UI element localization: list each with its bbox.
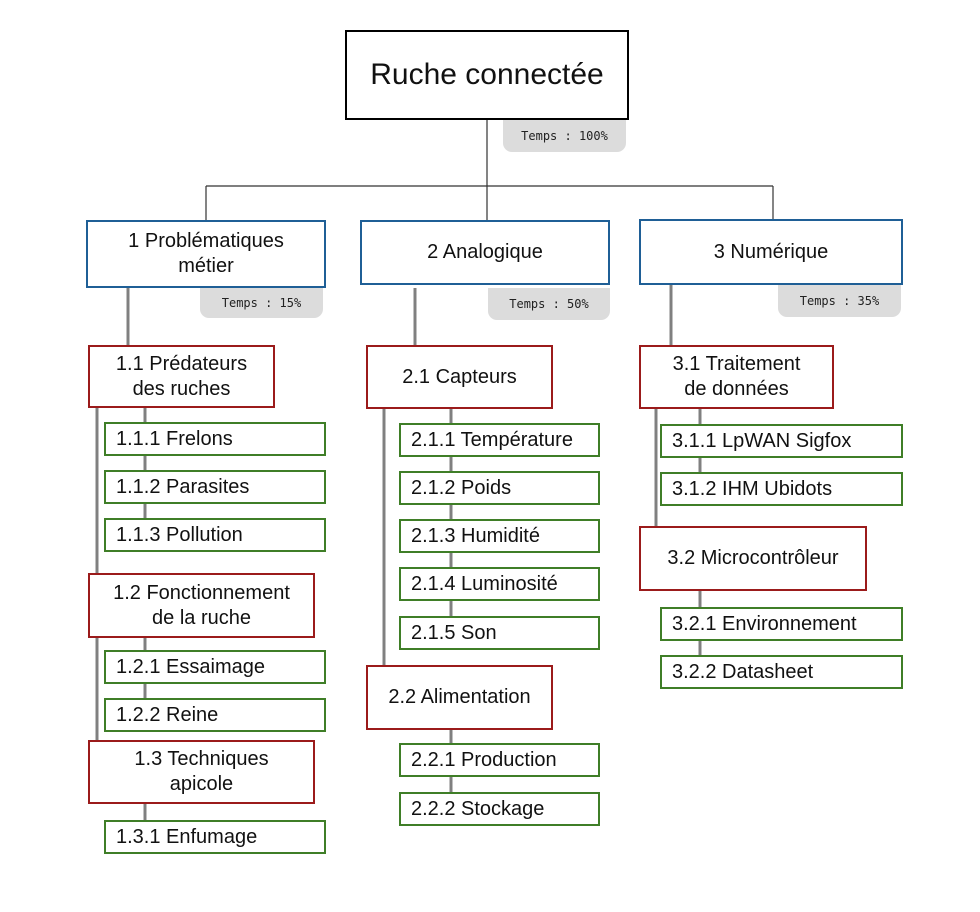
task-node-1-3-1: 1.3.1 Enfumage bbox=[104, 820, 326, 854]
task-label-2-1-2: 2.1.2 Poids bbox=[411, 476, 512, 499]
task-label-3-1-1: 3.1.1 LpWAN Sigfox bbox=[672, 429, 852, 452]
task-node-1-1-3: 1.1.3 Pollution bbox=[104, 518, 326, 552]
task-node-1-2-1: 1.2.1 Essaimage bbox=[104, 650, 326, 684]
task-node-3-2-1: 3.2.1 Environnement bbox=[660, 607, 903, 641]
task-node-2-1-5: 2.1.5 Son bbox=[399, 616, 600, 650]
group-node-1-2: 1.2 Fonctionnement de la ruche bbox=[88, 573, 315, 638]
task-label-2-1-1: 2.1.1 Température bbox=[411, 428, 573, 451]
task-node-1-1-2: 1.1.2 Parasites bbox=[104, 470, 326, 504]
group-label-3-2: 3.2 Microcontrôleur bbox=[667, 547, 839, 569]
branch-node-2: 2 Analogique bbox=[360, 220, 610, 285]
task-node-2-2-1: 2.2.1 Production bbox=[399, 743, 600, 777]
task-label-1-1-3: 1.1.3 Pollution bbox=[116, 523, 243, 546]
task-node-2-1-1: 2.1.1 Température bbox=[399, 423, 600, 457]
task-node-3-1-2: 3.1.2 IHM Ubidots bbox=[660, 472, 903, 506]
task-node-3-1-1: 3.1.1 LpWAN Sigfox bbox=[660, 424, 903, 458]
group-node-2-1: 2.1 Capteurs bbox=[366, 345, 553, 409]
group-label-1-1: 1.1 Prédateurs des ruches bbox=[115, 352, 248, 400]
task-label-3-2-1: 3.2.1 Environnement bbox=[672, 612, 857, 635]
task-node-2-1-4: 2.1.4 Luminosité bbox=[399, 567, 600, 601]
branch-time-text-1: Temps : 15% bbox=[221, 296, 302, 310]
root-time-badge: Temps : 100% bbox=[503, 120, 626, 152]
group-label-2-2: 2.2 Alimentation bbox=[388, 686, 531, 708]
group-node-3-2: 3.2 Microcontrôleur bbox=[639, 526, 867, 591]
task-label-2-2-2: 2.2.2 Stockage bbox=[411, 797, 545, 820]
task-node-2-1-2: 2.1.2 Poids bbox=[399, 471, 600, 505]
group-label-3-1: 3.1 Traitement de données bbox=[672, 353, 801, 400]
group-label-2-1: 2.1 Capteurs bbox=[402, 365, 517, 388]
task-label-3-1-2: 3.1.2 IHM Ubidots bbox=[672, 477, 833, 500]
branch-label-3: 3 Numérique bbox=[713, 240, 829, 263]
root-label: Ruche connectée bbox=[370, 58, 604, 92]
branch-label-2: 2 Analogique bbox=[427, 241, 543, 263]
task-label-2-1-4: 2.1.4 Luminosité bbox=[411, 572, 558, 595]
task-label-2-1-3: 2.1.3 Humidité bbox=[411, 524, 540, 547]
group-node-1-1: 1.1 Prédateurs des ruches bbox=[88, 345, 275, 408]
branch-node-3: 3 Numérique bbox=[639, 219, 903, 285]
branch-time-badge-3: Temps : 35% bbox=[778, 285, 901, 317]
task-node-1-2-2: 1.2.2 Reine bbox=[104, 698, 326, 732]
task-label-1-3-1: 1.3.1 Enfumage bbox=[116, 825, 258, 848]
task-label-2-1-5: 2.1.5 Son bbox=[411, 621, 497, 644]
branch-label-1: 1 Problématiques métier bbox=[128, 230, 284, 277]
task-label-1-1-2: 1.1.2 Parasites bbox=[116, 475, 250, 498]
task-label-1-2-2: 1.2.2 Reine bbox=[116, 703, 219, 726]
task-node-1-1-1: 1.1.1 Frelons bbox=[104, 422, 326, 456]
branch-time-badge-1: Temps : 15% bbox=[200, 288, 323, 318]
group-node-2-2: 2.2 Alimentation bbox=[366, 665, 553, 730]
branch-time-badge-2: Temps : 50% bbox=[488, 288, 610, 320]
task-label-3-2-2: 3.2.2 Datasheet bbox=[672, 660, 814, 683]
task-node-2-2-2: 2.2.2 Stockage bbox=[399, 792, 600, 826]
root-time-text: Temps : 100% bbox=[521, 129, 608, 143]
task-label-1-2-1: 1.2.1 Essaimage bbox=[116, 655, 265, 678]
group-label-1-3: 1.3 Techniques apicole bbox=[134, 748, 269, 795]
task-node-2-1-3: 2.1.3 Humidité bbox=[399, 519, 600, 553]
group-node-3-1: 3.1 Traitement de données bbox=[639, 345, 834, 409]
branch-time-text-3: Temps : 35% bbox=[799, 294, 880, 308]
branch-node-1: 1 Problématiques métier bbox=[86, 220, 326, 288]
branch-time-text-2: Temps : 50% bbox=[509, 297, 589, 311]
task-node-3-2-2: 3.2.2 Datasheet bbox=[660, 655, 903, 689]
group-node-1-3: 1.3 Techniques apicole bbox=[88, 740, 315, 804]
task-label-1-1-1: 1.1.1 Frelons bbox=[116, 427, 233, 450]
root-node: Ruche connectée bbox=[345, 30, 629, 120]
group-label-1-2: 1.2 Fonctionnement de la ruche bbox=[113, 581, 290, 629]
task-label-2-2-1: 2.2.1 Production bbox=[411, 748, 557, 771]
